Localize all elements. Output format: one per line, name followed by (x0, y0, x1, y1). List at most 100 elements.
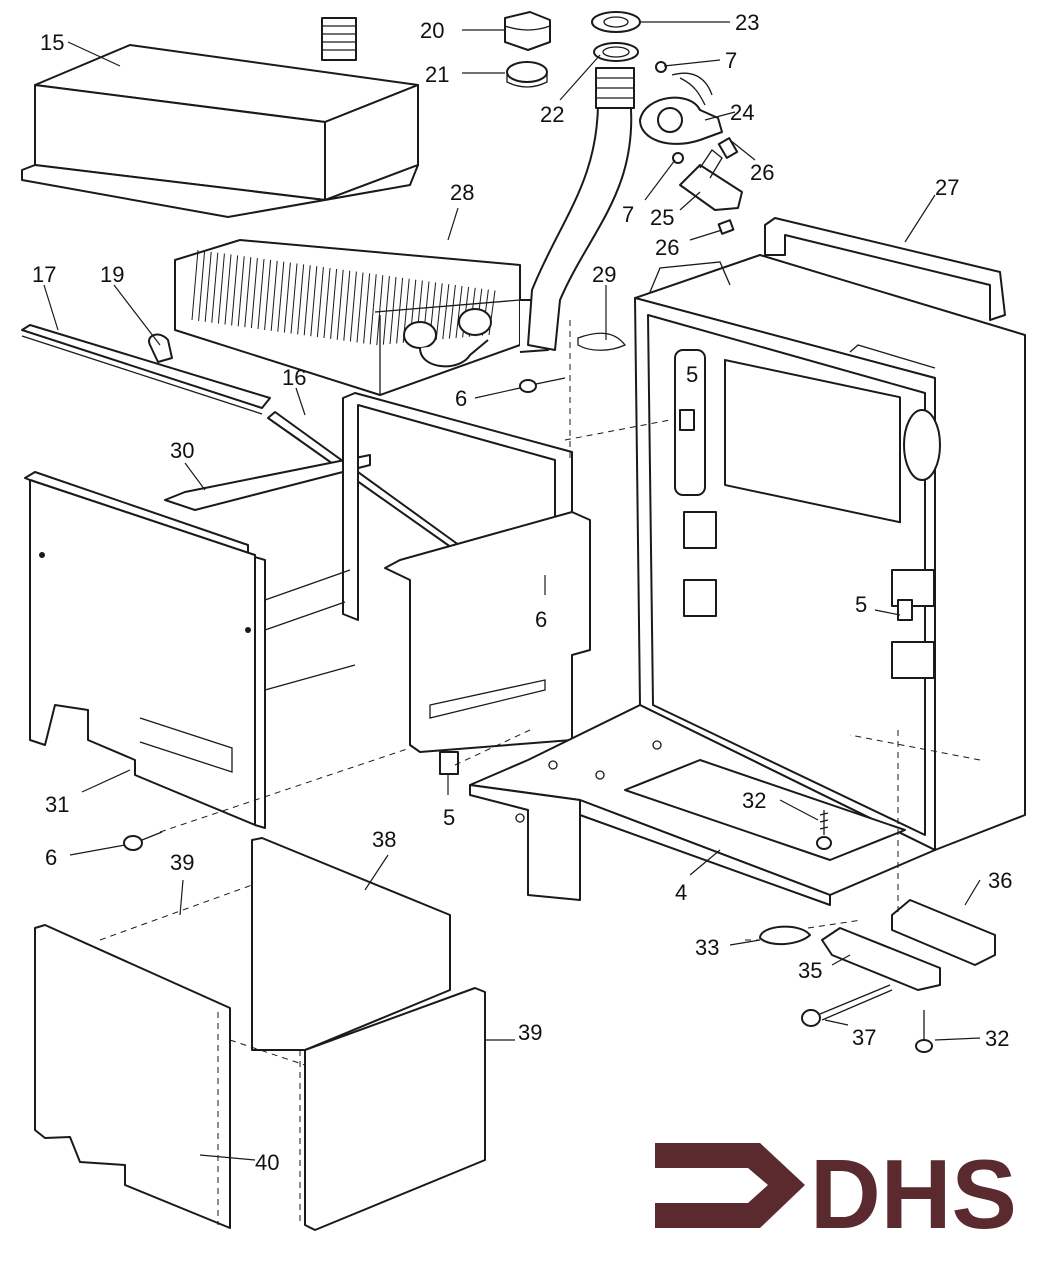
heat-exchanger-fin (435, 283, 443, 340)
label-6-mid: 6 (535, 607, 547, 632)
heat-exchanger-fin (204, 251, 212, 322)
label-36: 36 (988, 868, 1012, 893)
part-33-clip (759, 925, 811, 946)
part-19-clip (148, 333, 173, 363)
label-leaders (43, 21, 981, 1161)
part-37-bolt (801, 984, 893, 1027)
label-22: 22 (540, 102, 564, 127)
thermostat-assembly (639, 61, 743, 235)
part-7-screw-b (672, 152, 684, 164)
label-32-bottom: 32 (985, 1026, 1009, 1051)
rear-combustion-panel (264, 392, 573, 691)
part-40-front-panel (34, 924, 231, 1229)
front-combustion-panel (384, 511, 591, 775)
dhs-logo: DHS (655, 1139, 1017, 1249)
label-26-mid: 26 (655, 235, 679, 260)
screw-6-a (519, 377, 566, 393)
heat-exchanger-fin (290, 263, 298, 334)
part-38-back-panel (251, 837, 451, 1051)
label-39-top: 39 (170, 850, 194, 875)
heat-exchanger-fin (369, 274, 377, 345)
label-31: 31 (45, 792, 69, 817)
part-28-heat-exchanger (174, 239, 549, 396)
label-24: 24 (730, 100, 754, 125)
screw-32-b (915, 1010, 933, 1053)
heat-exchanger-fin (382, 276, 390, 345)
label-32-top: 32 (742, 788, 766, 813)
part-7-screw-a (655, 61, 667, 73)
heat-exchanger-fin (336, 269, 344, 340)
label-15: 15 (40, 30, 64, 55)
flue-pipe-assembly (504, 11, 641, 351)
label-6-top: 6 (455, 386, 467, 411)
heat-exchanger-fin (277, 261, 285, 332)
heat-exchanger-fin (270, 260, 278, 331)
part-39-side-panel-right (304, 987, 486, 1231)
label-7-mid: 7 (622, 202, 634, 227)
part-20-nut (504, 11, 551, 51)
label-30: 30 (170, 438, 194, 463)
label-35: 35 (798, 958, 822, 983)
heat-exchanger-fin (250, 258, 258, 329)
heat-exchanger-fin (363, 273, 371, 344)
heat-exchanger-fin (283, 262, 291, 333)
label-16: 16 (282, 365, 306, 390)
part-36-bracket (891, 899, 996, 966)
heat-exchanger-fin (330, 268, 338, 339)
heat-exchanger-fin (191, 249, 199, 321)
part-number-labels: 15 20 21 23 22 7 24 26 7 25 26 27 28 17 … (32, 10, 1012, 1175)
part-17-strip (21, 324, 271, 415)
heat-exchanger-fin (356, 272, 364, 343)
label-5-top: 5 (686, 362, 698, 387)
part-5-bracket-b (439, 751, 459, 775)
heat-exchanger-fin (316, 267, 324, 338)
part-15-cover-box (21, 17, 419, 218)
part-25-bracket (679, 164, 743, 211)
label-29: 29 (592, 262, 616, 287)
label-25: 25 (650, 205, 674, 230)
heat-exchanger-fin (455, 285, 463, 339)
heat-exchanger-fin (323, 267, 331, 339)
heat-exchanger-fin (264, 259, 272, 330)
label-33: 33 (695, 935, 719, 960)
part-26-clip-b (717, 219, 735, 235)
label-5-bottom: 5 (443, 805, 455, 830)
screw-6-c (123, 831, 163, 851)
label-26-top: 26 (750, 160, 774, 185)
label-28: 28 (450, 180, 474, 205)
label-19: 19 (100, 262, 124, 287)
heat-exchanger-fin (442, 284, 450, 340)
heat-exchanger-fin (244, 257, 252, 328)
main-back-frame (634, 217, 1026, 851)
heat-exchanger-fin (349, 271, 357, 342)
dhs-logo-text: DHS (810, 1139, 1017, 1249)
label-21: 21 (425, 62, 449, 87)
label-5-right: 5 (855, 592, 867, 617)
part-31-side-panel (24, 471, 266, 829)
label-6-bottom: 6 (45, 845, 57, 870)
heat-exchanger-fin (376, 275, 384, 346)
part-35-bracket (821, 927, 941, 991)
part-26-clip-a (717, 137, 739, 159)
part-30-bar (164, 454, 371, 511)
part-23-nut (591, 11, 641, 33)
heat-exchanger-fin (211, 252, 219, 323)
label-23: 23 (735, 10, 759, 35)
heat-exchanger-fin (396, 277, 404, 344)
heat-exchanger-fin (231, 255, 239, 326)
label-4: 4 (675, 880, 687, 905)
label-27: 27 (935, 175, 959, 200)
heat-exchanger-fin (217, 253, 225, 324)
part-21-olive (506, 61, 548, 83)
label-20: 20 (420, 18, 444, 43)
screw-32-a (816, 810, 832, 850)
dhs-logo-mark (655, 1143, 805, 1228)
heat-exchanger-fin (198, 250, 206, 321)
heat-exchanger-fin (224, 254, 232, 325)
label-7-top: 7 (725, 48, 737, 73)
part-22-washer (593, 42, 639, 62)
heat-exchanger-fin (237, 256, 245, 327)
label-37: 37 (852, 1025, 876, 1050)
heat-exchanger-fin (310, 266, 318, 337)
